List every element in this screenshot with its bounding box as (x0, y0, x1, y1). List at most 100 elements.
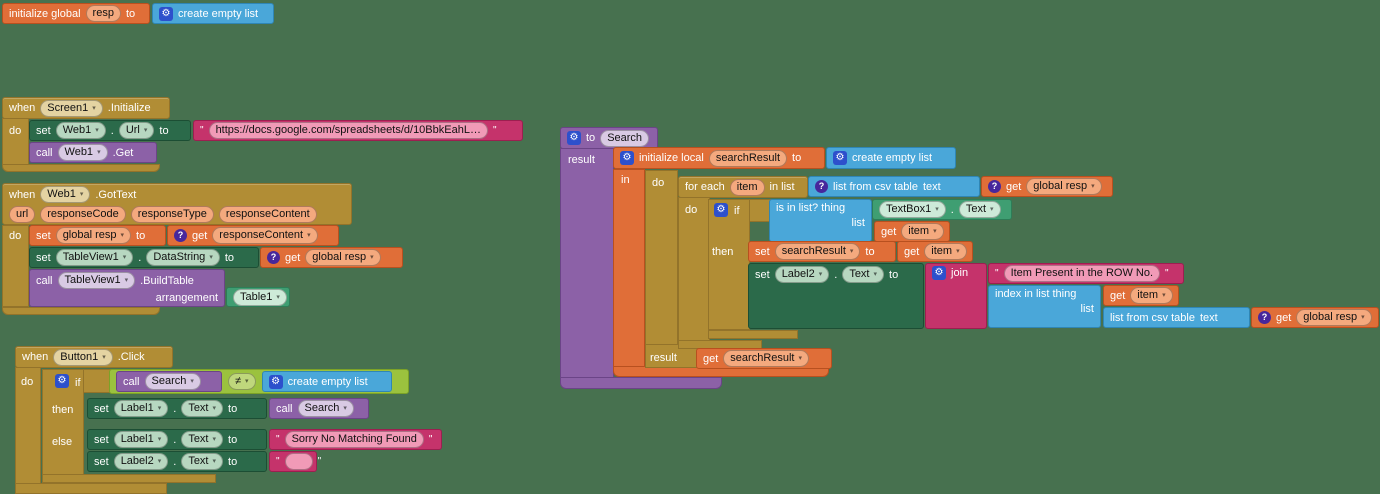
block-sorry-string[interactable]: " Sorry No Matching Found " (269, 429, 442, 450)
block-call-search[interactable]: call Search▾ (116, 371, 222, 392)
block-get-searchresult[interactable]: get searchResult▾ (696, 348, 832, 369)
gear-icon[interactable]: ⚙ (55, 374, 69, 388)
block-url-string[interactable]: " https://docs.google.com/spreadsheets/d… (193, 120, 523, 141)
block-when-button1-click[interactable]: when Button1▾ .Click (15, 346, 173, 368)
pill-text-prop[interactable]: Text▾ (842, 266, 885, 283)
pill-search[interactable]: Search▾ (144, 373, 201, 390)
pill-responsecontent[interactable]: responseContent▾ (212, 227, 318, 244)
pill-sorry-string[interactable]: Sorry No Matching Found (284, 431, 424, 448)
gear-icon[interactable]: ⚙ (620, 151, 634, 165)
param-responsecode[interactable]: responseCode (40, 206, 126, 223)
gear-icon[interactable]: ⚙ (159, 6, 173, 21)
pill-searchresult[interactable]: searchResult▾ (774, 243, 861, 260)
pill-not-equal[interactable]: ≠▾ (228, 373, 256, 390)
question-icon[interactable]: ? (988, 180, 1001, 193)
pill-textbox1[interactable]: TextBox1▾ (879, 201, 946, 218)
block-create-empty-list-global[interactable]: ⚙ create empty list (152, 3, 274, 24)
pill-web1[interactable]: Web1▾ (40, 186, 91, 203)
gear-icon[interactable]: ⚙ (268, 374, 283, 389)
pill-screen1[interactable]: Screen1▾ (40, 99, 103, 117)
block-list-from-csv-bottom[interactable]: list from csv table text (1103, 307, 1250, 328)
pill-search[interactable]: Search▾ (297, 400, 354, 417)
gear-icon[interactable]: ⚙ (932, 266, 946, 280)
question-icon[interactable]: ? (174, 229, 187, 242)
pill-button1[interactable]: Button1▾ (53, 348, 113, 366)
pill-global-resp[interactable]: global resp▾ (55, 227, 132, 244)
param-responsecontent[interactable]: responseContent (218, 206, 317, 223)
pill-global-resp[interactable]: global resp▾ (305, 249, 381, 266)
pill-label2[interactable]: Label2▾ (774, 266, 830, 283)
block-when-screen1-initialize[interactable]: when Screen1▾ .Initialize (2, 97, 170, 119)
pill-datastring[interactable]: DataString▾ (146, 249, 220, 266)
block-call-buildtable[interactable]: call TableView1▾ .BuildTable arrangement (29, 269, 225, 307)
block-set-label1-text-then[interactable]: set Label1▾ . Text▾ to (87, 398, 267, 419)
block-set-label2-text-else[interactable]: set Label2▾ . Text▾ to (87, 451, 267, 472)
gear-icon[interactable]: ⚙ (567, 131, 581, 145)
pill-searchresult[interactable]: searchResult▾ (723, 350, 810, 367)
pill-searchresult[interactable]: searchResult (708, 149, 788, 167)
block-row-msg-string[interactable]: " Item Present in the ROW No. " (988, 263, 1184, 284)
block-get-global-resp[interactable]: ? get global resp▾ (260, 247, 403, 268)
block-index-in-list[interactable]: index in list thing list (988, 285, 1101, 328)
pill-item[interactable]: item▾ (901, 223, 944, 240)
block-set-label1-text-else[interactable]: set Label1▾ . Text▾ to (87, 429, 267, 450)
param-url[interactable]: url (9, 206, 36, 223)
block-set-tableview-datastring[interactable]: set TableView1▾ . DataString▾ to (29, 247, 259, 268)
block-when-web1-gottext[interactable]: when Web1▾ .GotText url responseCode res… (2, 183, 352, 225)
block-set-web1-url[interactable]: set Web1▾ . Url▾ to (29, 120, 191, 141)
pill-item[interactable]: item▾ (924, 243, 967, 260)
block-join[interactable]: ⚙ join (925, 263, 987, 329)
pill-tableview1[interactable]: TableView1▾ (57, 272, 136, 289)
block-call-web1-get[interactable]: call Web1▾ .Get (29, 142, 157, 163)
block-get-global-resp-join[interactable]: ? get global resp▾ (1251, 307, 1379, 328)
block-call-search-then[interactable]: call Search▾ (269, 398, 369, 419)
block-create-empty-list-if[interactable]: ⚙ create empty list (261, 371, 392, 392)
question-icon[interactable]: ? (1258, 311, 1271, 324)
pill-web1[interactable]: Web1▾ (55, 122, 106, 139)
block-get-global-resp-foreach[interactable]: ? get global resp▾ (981, 176, 1113, 197)
block-set-searchresult[interactable]: set searchResult▾ to (748, 241, 896, 262)
pill-label1[interactable]: Label1▾ (113, 431, 169, 448)
pill-global-resp[interactable]: global resp▾ (1026, 178, 1102, 195)
gear-icon[interactable]: ⚙ (833, 151, 847, 165)
block-is-in-list[interactable]: is in list? thing list (769, 199, 872, 242)
block-get-item-3[interactable]: get item▾ (1103, 285, 1179, 306)
pill-resp[interactable]: resp (85, 5, 121, 22)
block-initialize-global-resp[interactable]: initialize global resp to (2, 3, 150, 24)
pill-table1[interactable]: Table1▾ (233, 288, 287, 306)
pill-label2[interactable]: Label2▾ (113, 453, 169, 470)
block-to-search-procedure[interactable]: ⚙ to Search (560, 127, 658, 149)
question-icon[interactable]: ? (815, 180, 828, 193)
gear-icon[interactable]: ⚙ (714, 203, 728, 217)
pill-text-prop[interactable]: Text▾ (181, 400, 224, 417)
block-get-responsecontent[interactable]: ? get responseContent▾ (167, 225, 339, 246)
block-not-equal-compare[interactable]: call Search▾ ≠▾ ⚙ create empty list (109, 369, 409, 394)
pill-label1[interactable]: Label1▾ (113, 400, 169, 417)
pill-row-msg[interactable]: Item Present in the ROW No. (1003, 265, 1160, 282)
pill-url-prop[interactable]: Url▾ (118, 122, 155, 139)
pill-item[interactable]: item (729, 178, 765, 196)
block-table1[interactable]: Table1▾ (226, 287, 290, 307)
pill-text-prop[interactable]: Text▾ (958, 201, 1001, 218)
pill-web1[interactable]: Web1▾ (57, 144, 108, 161)
pill-url-string[interactable]: https://docs.google.com/spreadsheets/d/1… (208, 122, 488, 139)
block-set-label2-text-join[interactable]: set Label2▾ . Text▾ to (748, 263, 924, 329)
pill-search-name[interactable]: Search (600, 129, 650, 147)
param-responsetype[interactable]: responseType (130, 206, 214, 223)
pill-item[interactable]: item▾ (1130, 287, 1173, 304)
block-list-from-csv-top[interactable]: ? list from csv table text (808, 176, 980, 197)
pill-text-prop[interactable]: Text▾ (181, 453, 224, 470)
block-get-item-1[interactable]: get item▾ (874, 221, 950, 242)
block-for-each-item[interactable]: for each item in list (678, 176, 808, 198)
block-initialize-local-searchresult[interactable]: ⚙ initialize local searchResult to (613, 147, 825, 169)
block-get-item-2[interactable]: get item▾ (897, 241, 973, 262)
pill-tableview1[interactable]: TableView1▾ (55, 249, 134, 266)
block-set-global-resp[interactable]: set global resp▾ to (29, 225, 166, 246)
block-create-empty-list-local[interactable]: ⚙ create empty list (826, 147, 956, 169)
block-empty-string[interactable]: " " (269, 451, 321, 472)
pill-global-resp[interactable]: global resp▾ (1296, 309, 1372, 326)
question-icon[interactable]: ? (267, 251, 280, 264)
pill-text-prop[interactable]: Text▾ (181, 431, 224, 448)
pill-empty-string[interactable] (284, 453, 313, 470)
block-textbox1-text[interactable]: TextBox1▾ . Text▾ (872, 199, 1012, 220)
